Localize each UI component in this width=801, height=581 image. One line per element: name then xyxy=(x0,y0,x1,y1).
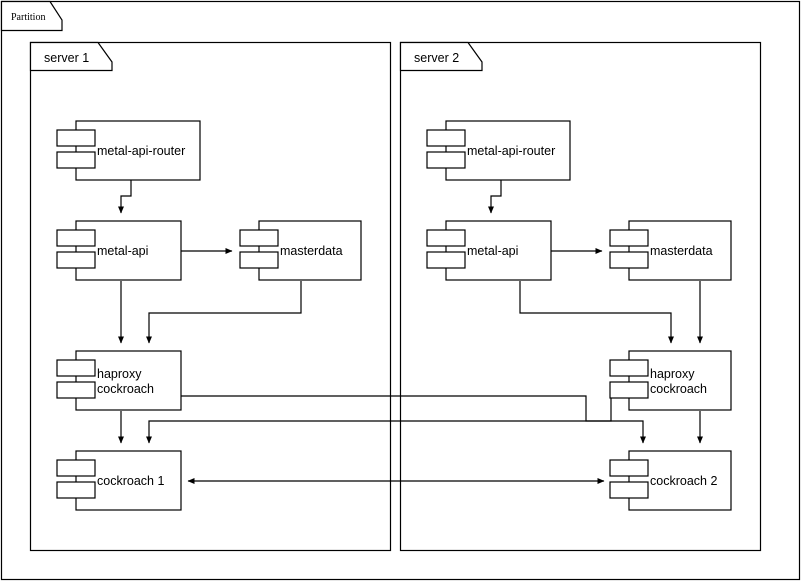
component-s2-metal-api-router[interactable]: metal-api-router xyxy=(426,120,571,181)
edge-s1-router-to-api xyxy=(117,180,132,214)
partition-label: Partition xyxy=(11,12,45,23)
component-port-icon xyxy=(56,459,96,477)
component-port-icon xyxy=(609,459,649,477)
component-label-line2: cockroach xyxy=(650,382,707,396)
component-s2-masterdata[interactable]: masterdata xyxy=(609,220,732,281)
edge-s2-router-to-api xyxy=(487,180,502,214)
component-port-icon xyxy=(56,481,96,499)
edge-s1-haproxy-to-cockroach2 xyxy=(181,395,647,444)
component-label: masterdata xyxy=(280,244,343,258)
component-port-icon xyxy=(609,229,649,247)
component-label: haproxy xyxy=(97,367,142,381)
server-2-label: server 2 xyxy=(414,51,459,65)
component-label: metal-api-router xyxy=(97,144,185,158)
server-1-frame: server 1 xyxy=(29,41,392,552)
component-label: haproxy xyxy=(650,367,695,381)
component-port-icon xyxy=(426,151,466,169)
component-s2-haproxy-cockroach[interactable]: haproxy cockroach xyxy=(609,350,732,411)
component-s1-masterdata[interactable]: masterdata xyxy=(239,220,362,281)
component-port-icon xyxy=(56,251,96,269)
component-label: metal-api xyxy=(97,244,148,258)
component-s1-cockroach-1[interactable]: cockroach 1 xyxy=(56,450,182,511)
component-s1-metal-api-router[interactable]: metal-api-router xyxy=(56,120,201,181)
component-label: masterdata xyxy=(650,244,713,258)
component-port-icon xyxy=(239,251,279,269)
component-s2-metal-api[interactable]: metal-api xyxy=(426,220,552,281)
edge-s1-masterdata-to-haproxy xyxy=(145,281,302,344)
component-port-icon xyxy=(609,481,649,499)
server-1-label: server 1 xyxy=(44,51,89,65)
component-port-icon xyxy=(239,229,279,247)
component-port-icon xyxy=(56,129,96,147)
server-2-frame: server 2 xyxy=(399,41,762,552)
component-label: cockroach 2 xyxy=(650,474,717,488)
component-port-icon xyxy=(426,251,466,269)
component-s2-cockroach-2[interactable]: cockroach 2 xyxy=(609,450,732,511)
component-label-line2: cockroach xyxy=(97,382,154,396)
component-port-icon xyxy=(56,359,96,377)
component-port-icon xyxy=(609,381,649,399)
component-port-icon xyxy=(609,251,649,269)
component-port-icon xyxy=(56,229,96,247)
component-port-icon xyxy=(56,151,96,169)
edge-s2-haproxy-to-cockroach1 xyxy=(145,396,612,444)
component-s1-haproxy-cockroach[interactable]: haproxy cockroach xyxy=(56,350,182,411)
component-port-icon xyxy=(609,359,649,377)
component-port-icon xyxy=(426,229,466,247)
edge-s2-api-to-haproxy xyxy=(519,281,675,344)
component-s1-metal-api[interactable]: metal-api xyxy=(56,220,182,281)
component-label: metal-api-router xyxy=(467,144,555,158)
component-label: metal-api xyxy=(467,244,518,258)
component-label: cockroach 1 xyxy=(97,474,164,488)
component-port-icon xyxy=(56,381,96,399)
component-port-icon xyxy=(426,129,466,147)
